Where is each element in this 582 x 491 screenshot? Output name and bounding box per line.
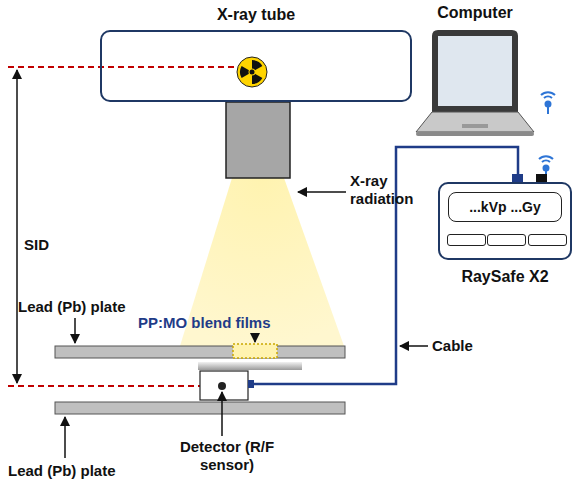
film-sample [233, 344, 277, 358]
tube-housing: X-ray tube [100, 30, 412, 102]
node-title: RaySafe X2 [440, 268, 570, 286]
device-button [487, 234, 526, 246]
reference-line [8, 66, 238, 68]
lead-plate [55, 346, 345, 358]
detector-sensor [218, 382, 226, 390]
collimator [226, 102, 290, 178]
dimension-arrow [16, 70, 18, 383]
leader-arrow [298, 191, 346, 193]
device-button [447, 234, 486, 246]
text-label: Cable [432, 337, 473, 355]
leader-arrow [64, 417, 66, 458]
radiation-symbol [236, 57, 267, 87]
computer: Computer [416, 30, 534, 136]
display-screen: ...kVp ...Gy [448, 192, 562, 222]
detector-box [200, 371, 248, 400]
text-label: PP:MO blend films [138, 314, 271, 332]
leader-arrow [74, 318, 76, 343]
support-slab [198, 362, 302, 370]
text-label: Lead (Pb) plate [8, 462, 116, 480]
lead-plate [55, 402, 345, 414]
text-label: X-ray radiation [350, 172, 422, 208]
text-label: Detector (R/F sensor) [172, 438, 282, 474]
leader-arrow [254, 333, 256, 342]
leader-arrow [221, 392, 223, 436]
wifi-icon [539, 92, 555, 178]
connector [512, 174, 523, 182]
connector [536, 174, 547, 182]
dosimeter-device: ...kVp ...GyRaySafe X2 [438, 182, 572, 260]
text-label: SID [24, 236, 49, 254]
device-button [528, 234, 567, 246]
reference-line [8, 385, 212, 387]
laptop-icon [416, 30, 534, 136]
connector [248, 380, 254, 388]
node-title: Computer [416, 4, 534, 22]
display-text: ...kVp ...Gy [469, 198, 541, 216]
leader-arrow [400, 345, 428, 347]
text-label: Lead (Pb) plate [18, 298, 126, 316]
node-title: X-ray tube [102, 6, 410, 24]
